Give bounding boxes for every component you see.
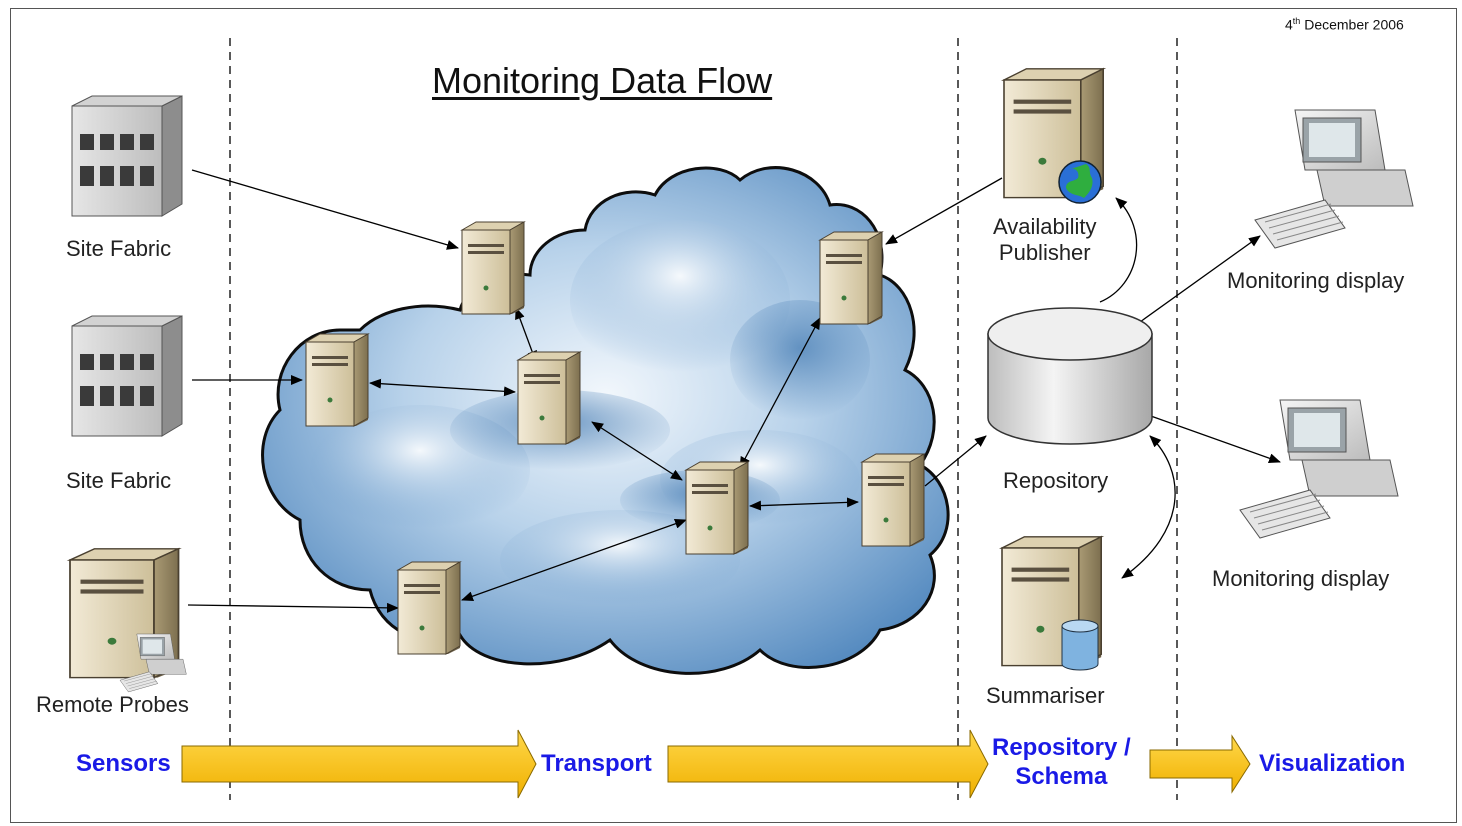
monitoring-display-2-label: Monitoring display [1212, 566, 1390, 591]
stage-flow-arrows [181, 729, 1251, 799]
data-flow-connections [187, 169, 1281, 613]
diagram-date: 4th December 2006 [1285, 16, 1404, 33]
site-fabric-2-building-icon [71, 315, 183, 437]
stage-repository-line1: Repository / [992, 734, 1131, 761]
availability-publisher-line2: Publisher [998, 240, 1091, 266]
transport-server-icon [305, 333, 369, 427]
monitoring-display-1-label: Monitoring display [1227, 268, 1405, 293]
transport-server-icon [397, 561, 461, 655]
date-rest: December 2006 [1300, 16, 1404, 33]
stage-separators [229, 38, 1178, 800]
transport-server-icon [517, 351, 581, 445]
date-suffix: th [1292, 16, 1301, 26]
monitoring-display-2-workstation-icon [1239, 399, 1399, 539]
site-fabric-2-label: Site Fabric [66, 468, 172, 493]
diagram-title: Monitoring Data Flow [432, 60, 773, 101]
availability-publisher-line1: Availability [993, 214, 1097, 239]
stage-transport-label: Transport [541, 750, 652, 777]
repository-label: Repository [1003, 468, 1109, 493]
transport-server-icon [819, 231, 883, 325]
summariser-label: Summariser [986, 683, 1105, 708]
remote-probes-label: Remote Probes [36, 692, 189, 717]
site-fabric-1-building-icon [71, 95, 183, 217]
stage-repository-label: Repository / Schema [992, 734, 1131, 792]
stage-repository-line2: Schema [1015, 762, 1108, 790]
transport-server-icon [861, 453, 925, 547]
date-day: 4 [1285, 16, 1293, 33]
stage-visualization-label: Visualization [1259, 750, 1406, 777]
stage-sensors-label: Sensors [76, 750, 171, 777]
globe-icon [1058, 160, 1102, 204]
summariser-database-icon [1061, 619, 1099, 671]
availability-publisher-label: Availability Publisher [993, 214, 1097, 267]
site-fabric-1-label: Site Fabric [66, 236, 172, 261]
transport-server-icon [685, 461, 749, 555]
repository-database-icon [987, 307, 1153, 445]
monitoring-display-1-workstation-icon [1254, 109, 1414, 249]
transport-server-icon [461, 221, 525, 315]
